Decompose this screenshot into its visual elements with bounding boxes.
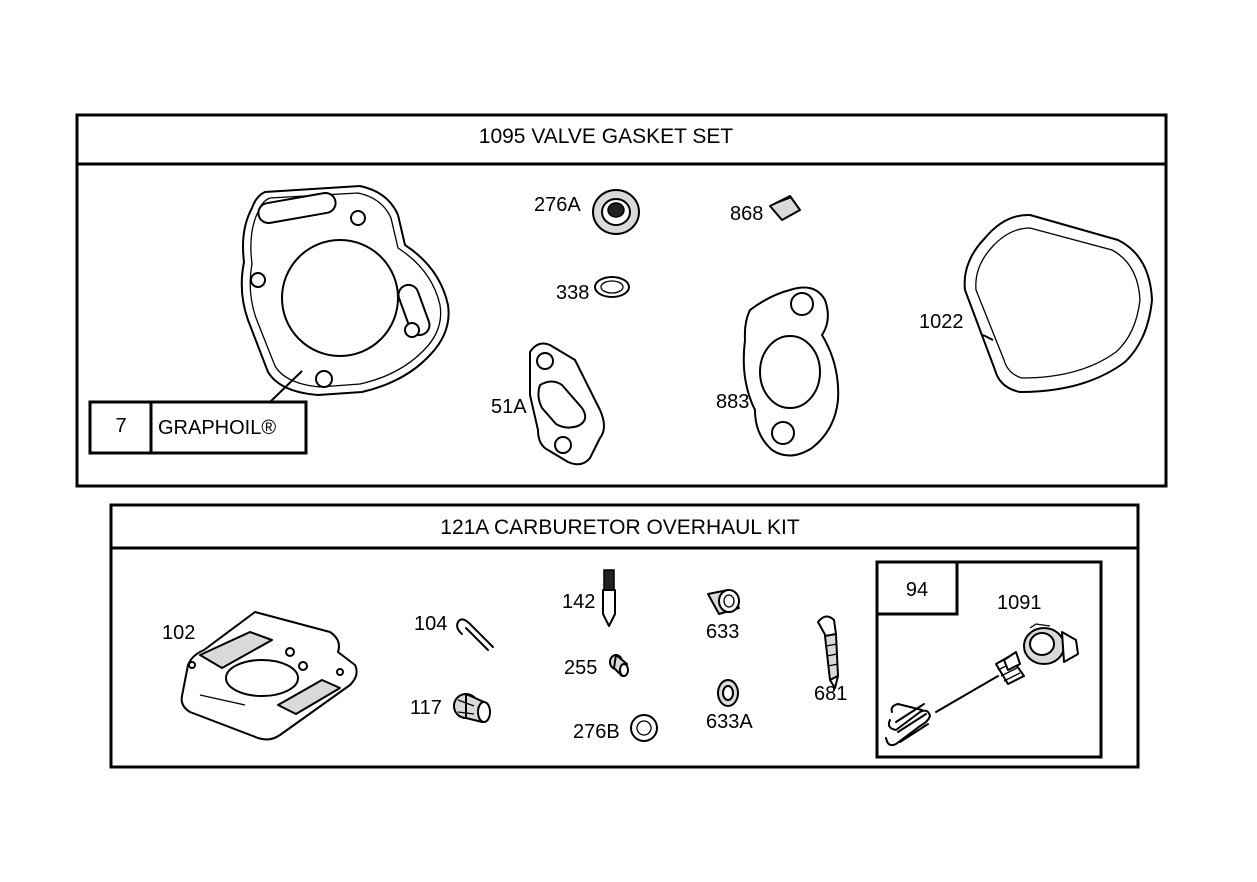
carburetor-kit-title: 121A CARBURETOR OVERHAUL KIT (440, 516, 800, 539)
carburetor-kit-frame (109, 503, 1140, 769)
leader-line (269, 370, 303, 403)
part-label-117: 117 (410, 697, 442, 719)
part-338-illustration (594, 276, 630, 298)
part-633-illustration (707, 589, 740, 615)
spring-illustration (885, 703, 931, 747)
part-681-illustration (817, 615, 839, 689)
part-104-illustration (456, 618, 494, 651)
part-label-1022: 1022 (919, 311, 964, 333)
part-117-illustration (453, 693, 491, 723)
part-276b-illustration (630, 714, 658, 742)
note-text: GRAPHOIL® (158, 417, 276, 439)
part-142-illustration (602, 569, 616, 627)
valve-gasket-set-title: 1095 VALVE GASKET SET (479, 125, 734, 148)
carburetor-kit-panel: 121A CARBURETOR OVERHAUL KIT 102 104 (109, 503, 1140, 769)
part-label-51a: 51A (491, 396, 527, 418)
part-label-868: 868 (730, 203, 763, 225)
mixture-screw-kit-box: 94 1091 (875, 560, 1103, 759)
part-label-255: 255 (564, 657, 597, 679)
limiter-cap-illustration (1023, 623, 1079, 665)
part-255-illustration (609, 654, 629, 677)
part-label-104: 104 (414, 613, 447, 635)
part-51a-illustration (529, 342, 605, 466)
sub-box-number: 94 (906, 579, 928, 601)
part-label-633: 633 (706, 621, 739, 643)
cylinder-head-gasket-illustration (240, 185, 450, 403)
note-number: 7 (115, 415, 126, 437)
part-868-illustration (769, 195, 801, 221)
part-276a-illustration (592, 189, 640, 235)
valve-gasket-set-panel: 1095 VALVE GASKET SET 7 GRAPHOIL® (75, 113, 1168, 488)
part-633a-illustration (717, 679, 739, 707)
part-label-276a: 276A (534, 194, 581, 216)
part-label-276b: 276B (573, 721, 620, 743)
part-label-142: 142 (562, 591, 595, 613)
part-1022-illustration (963, 213, 1153, 393)
part-label-1091: 1091 (997, 592, 1042, 614)
needle-screw-illustration (935, 651, 1025, 713)
valve-gasket-set-frame (75, 113, 1168, 488)
part-label-681: 681 (814, 683, 847, 705)
part-102-illustration (180, 611, 358, 741)
part-label-633a: 633A (706, 711, 753, 733)
part-label-338: 338 (556, 282, 589, 304)
part-label-102: 102 (162, 622, 195, 644)
part-label-883: 883 (716, 391, 749, 413)
part-883-illustration (742, 286, 840, 457)
graphoil-note-box: 7 GRAPHOIL® (88, 400, 308, 455)
